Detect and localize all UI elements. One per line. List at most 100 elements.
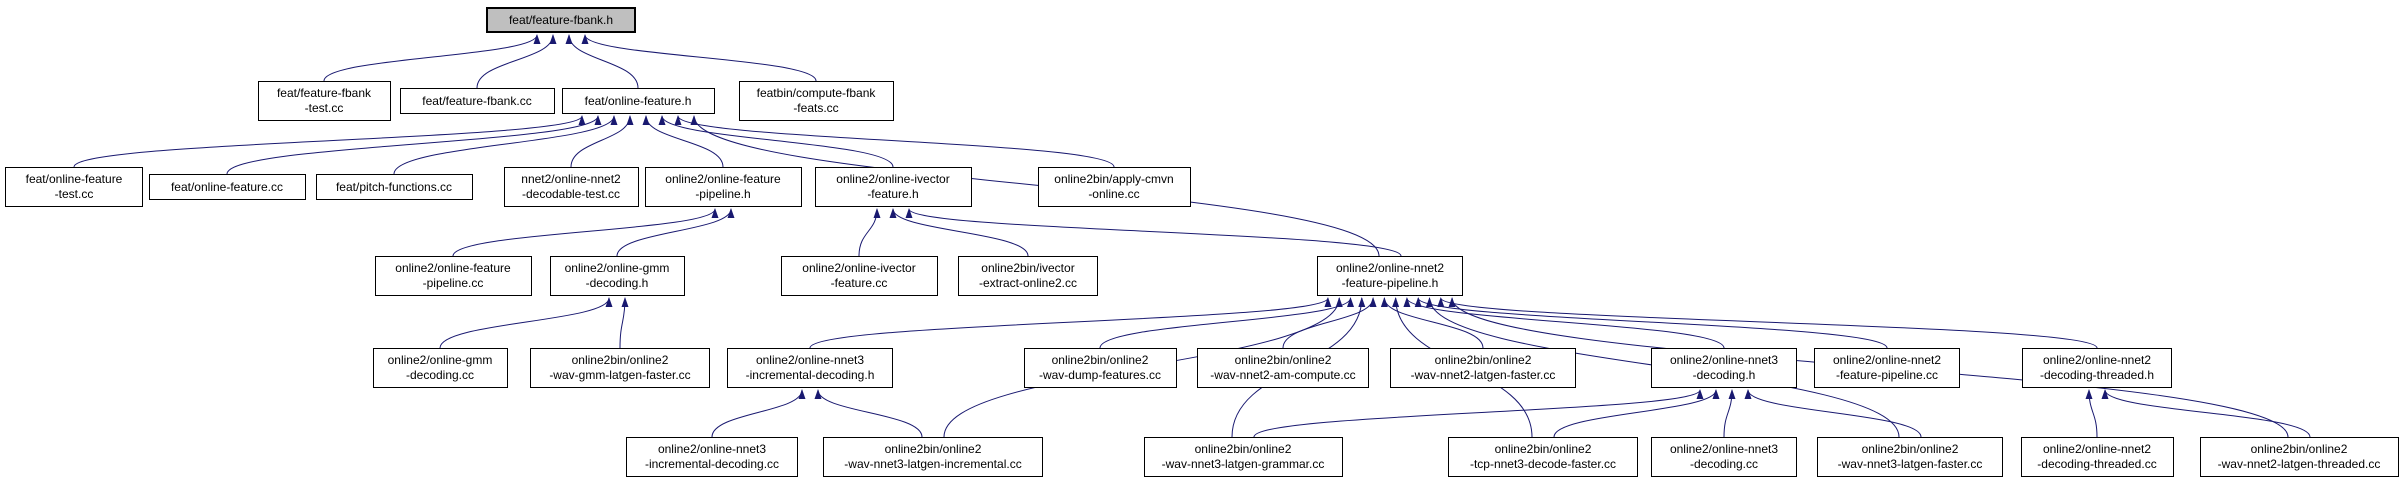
graph-node-n17[interactable]: online2/online-nnet2-feature-pipeline.h: [1317, 256, 1463, 296]
node-label-line: -decoding.h: [585, 276, 649, 290]
include-edge: [565, 34, 639, 89]
node-label-line: -test.cc: [54, 187, 94, 201]
node-label-line: online2/online-ivector: [802, 261, 916, 275]
include-edge: [658, 115, 894, 168]
graph-node-n15[interactable]: online2/online-ivector-feature.cc: [780, 256, 938, 296]
graph-node-n6[interactable]: feat/online-feature-test.cc: [5, 167, 143, 207]
include-edge: [809, 297, 1332, 349]
include-edge: [1403, 297, 1725, 349]
graph-node-n7[interactable]: feat/online-feature.cc: [148, 174, 306, 200]
graph-node-n22[interactable]: online2bin/online2-wav-nnet2-am-compute.…: [1197, 348, 1369, 388]
include-edge: [1744, 389, 1922, 438]
node-label-line: -decoding-threaded.h: [2039, 368, 2155, 382]
node-label-line: -decodable-test.cc: [521, 187, 621, 201]
include-edge: [393, 115, 618, 175]
node-label-line: feat/pitch-functions.cc: [335, 179, 453, 194]
node-label-line: -incremental-decoding.h: [745, 368, 875, 382]
graph-node-n32[interactable]: online2bin/online2-wav-nnet3-latgen-fast…: [1817, 437, 2003, 477]
include-edge: [889, 208, 1029, 257]
node-label-line: online2bin/online2: [1434, 353, 1532, 367]
include-edge: [2085, 389, 2098, 438]
node-label-line: -wav-dump-features.cc: [1038, 368, 1162, 382]
node-label-line: online2bin/online2: [1194, 442, 1292, 456]
graph-node-n5[interactable]: featbin/compute-fbank-feats.cc: [738, 81, 894, 121]
include-edge: [642, 115, 724, 168]
graph-node-n20[interactable]: online2/online-nnet3-incremental-decodin…: [727, 348, 893, 388]
graph-node-n27[interactable]: online2/online-nnet3-incremental-decodin…: [626, 437, 798, 477]
graph-node-n29[interactable]: online2bin/online2-wav-nnet3-latgen-gram…: [1143, 437, 1343, 477]
node-label-line: -wav-nnet3-latgen-faster.cc: [1837, 457, 1983, 471]
include-edge: [439, 297, 613, 349]
node-label-line: online2/online-nnet3: [1669, 442, 1779, 456]
graph-node-n24[interactable]: online2/online-nnet3-decoding.h: [1651, 348, 1797, 388]
node-label-line: -feats.cc: [793, 101, 839, 115]
include-edge: [674, 115, 1115, 168]
graph-node-n28[interactable]: online2bin/online2-wav-nnet3-latgen-incr…: [823, 437, 1043, 477]
node-label-line: online2bin/online2: [884, 442, 982, 456]
include-edge: [1380, 297, 1484, 349]
node-label-line: -test.cc: [304, 101, 344, 115]
node-label-line: -tcp-nnet3-decode-faster.cc: [1469, 457, 1617, 471]
node-label-line: -decoding-threaded.cc: [2037, 457, 2157, 471]
include-edge: [711, 389, 806, 438]
node-label-line: online2bin/online2: [1861, 442, 1959, 456]
graph-node-n33[interactable]: online2/online-nnet2-decoding-threaded.c…: [2020, 437, 2174, 477]
node-label-line: feat/feature-fbank: [276, 86, 372, 100]
graph-node-n30[interactable]: online2bin/online2-tcp-nnet3-decode-fast…: [1448, 437, 1638, 477]
include-edge: [226, 115, 602, 175]
graph-node-n26[interactable]: online2/online-nnet2-decoding-threaded.h: [2022, 348, 2172, 388]
node-label-line: -wav-nnet2-latgen-threaded.cc: [2217, 457, 2381, 471]
graph-node-n3[interactable]: feat/feature-fbank.cc: [399, 88, 555, 114]
node-label-line: online2/online-feature: [665, 172, 781, 186]
graph-node-n23[interactable]: online2bin/online2-wav-nnet2-latgen-fast…: [1390, 348, 1576, 388]
node-label-line: online2/online-nnet2: [1832, 353, 1942, 367]
node-label-line: nnet2/online-nnet2: [521, 172, 621, 186]
node-label-line: -decoding.cc: [1689, 457, 1759, 471]
node-label-line: -online.cc: [1088, 187, 1140, 201]
graph-node-n25[interactable]: online2/online-nnet2-feature-pipeline.cc: [1814, 348, 1960, 388]
node-label-line: online2bin/ivector: [981, 261, 1075, 275]
node-label-line: online2bin/online2: [2250, 442, 2348, 456]
node-label-line: online2/online-ivector: [836, 172, 950, 186]
node-label-line: feat/online-feature: [25, 172, 123, 186]
node-label-line: online2/online-nnet3: [657, 442, 767, 456]
include-edge: [581, 34, 817, 82]
include-edge: [814, 389, 923, 438]
graph-node-n11[interactable]: online2/online-ivector-feature.h: [814, 167, 972, 207]
include-edge: [1437, 297, 2098, 349]
node-label-line: -wav-nnet3-latgen-incremental.cc: [844, 457, 1022, 471]
graph-node-n34[interactable]: online2bin/online2-wav-nnet2-latgen-thre…: [2199, 437, 2399, 477]
graph-node-n13[interactable]: online2/online-feature-pipeline.cc: [374, 256, 532, 296]
graph-node-n4[interactable]: feat/online-feature.h: [561, 88, 715, 114]
node-label-line: online2/online-feature: [395, 261, 511, 275]
graph-node-n14[interactable]: online2/online-gmm-decoding.h: [549, 256, 685, 296]
node-label-line: online2/online-gmm: [564, 261, 670, 275]
graph-node-n2[interactable]: feat/feature-fbank-test.cc: [257, 81, 391, 121]
node-label-line: -feature.cc: [830, 276, 888, 290]
node-label-line: -extract-online2.cc: [978, 276, 1078, 290]
include-edge: [616, 208, 735, 257]
graph-node-n18[interactable]: online2/online-gmm-decoding.cc: [372, 348, 508, 388]
include-edge: [2101, 389, 2311, 438]
node-label-line: -wav-nnet2-latgen-faster.cc: [1410, 368, 1556, 382]
graph-node-n10[interactable]: online2/online-feature-pipeline.h: [644, 167, 802, 207]
node-label-line: online2/online-gmm: [387, 353, 493, 367]
include-edge: [476, 34, 557, 89]
node-label-line: featbin/compute-fbank: [756, 86, 876, 100]
node-label-line: -feature.h: [867, 187, 919, 201]
graph-node-n12[interactable]: online2bin/apply-cmvn-online.cc: [1037, 167, 1191, 207]
graph-node-n9[interactable]: nnet2/online-nnet2-decodable-test.cc: [503, 167, 639, 207]
graph-node-n8[interactable]: feat/pitch-functions.cc: [315, 174, 473, 200]
graph-node-n16[interactable]: online2bin/ivector-extract-online2.cc: [958, 256, 1098, 296]
include-edge: [1282, 297, 1377, 349]
graph-node-n19[interactable]: online2bin/online2-wav-gmm-latgen-faster…: [530, 348, 710, 388]
node-label-line: online2/online-nnet2: [2042, 353, 2152, 367]
node-label-line: online2bin/online2: [1051, 353, 1149, 367]
node-label-line: online2bin/online2: [571, 353, 669, 367]
graph-node-n21[interactable]: online2bin/online2-wav-dump-features.cc: [1023, 348, 1177, 388]
node-label-line: -decoding.h: [1692, 368, 1756, 382]
node-label-line: online2/online-nnet2: [1335, 261, 1445, 275]
graph-node-n31[interactable]: online2/online-nnet3-decoding.cc: [1651, 437, 1797, 477]
